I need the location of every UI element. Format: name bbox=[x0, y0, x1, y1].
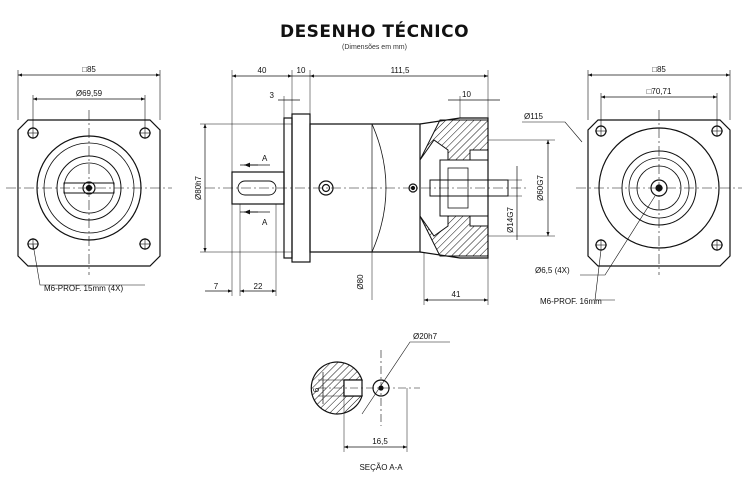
left-dim-85: □85 bbox=[82, 65, 96, 74]
section-marker-bottom: A bbox=[262, 218, 268, 227]
right-flange-outline bbox=[587, 119, 731, 267]
side-dim-60g7: Ø60G7 bbox=[536, 175, 545, 201]
left-front-view bbox=[6, 70, 172, 286]
left-hole-note: M6-PROF. 15mm (4X) bbox=[44, 284, 123, 293]
section-marker-top: A bbox=[262, 154, 268, 163]
side-dim-41: 41 bbox=[452, 290, 461, 299]
left-flange-outline bbox=[17, 119, 161, 267]
drawing-title: DESENHO TÉCNICO bbox=[279, 22, 470, 42]
side-cut-bottom bbox=[419, 215, 489, 257]
side-dim-7: 7 bbox=[214, 282, 219, 291]
side-cut-top bbox=[419, 119, 489, 161]
section-a-a bbox=[310, 341, 450, 452]
side-dim-80h7: Ø80h7 bbox=[194, 175, 203, 200]
section-dim-6: 6 bbox=[312, 387, 321, 392]
right-hole-note: M6-PROF. 16mm bbox=[540, 297, 602, 306]
section-dim-20h7: Ø20h7 bbox=[413, 332, 438, 341]
section-caption: SEÇÃO A-A bbox=[359, 463, 403, 472]
right-back-view bbox=[576, 70, 742, 301]
side-dim-14g7: Ø14G7 bbox=[506, 207, 515, 233]
side-dim-10-top: 10 bbox=[297, 66, 306, 75]
section-dim-16-5: 16,5 bbox=[372, 437, 388, 446]
drawing-subtitle: (Dimensões em mm) bbox=[342, 44, 407, 51]
side-dim-22: 22 bbox=[254, 282, 263, 291]
side-view bbox=[200, 70, 583, 305]
side-dim-115: Ø115 bbox=[524, 112, 544, 121]
side-dim-111-5: 111,5 bbox=[391, 66, 410, 75]
side-dim-3: 3 bbox=[270, 91, 275, 100]
side-dim-80: Ø80 bbox=[356, 274, 365, 290]
left-dim-69-59: Ø69,59 bbox=[76, 89, 103, 98]
side-dim-10-right: 10 bbox=[462, 90, 471, 99]
side-dim-40: 40 bbox=[258, 66, 267, 75]
right-dim-85: □85 bbox=[652, 65, 666, 74]
left-key-slot bbox=[63, 182, 115, 194]
right-hole-dim: Ø6,5 (4X) bbox=[535, 266, 570, 275]
right-dim-70-71: □70,71 bbox=[647, 87, 672, 96]
